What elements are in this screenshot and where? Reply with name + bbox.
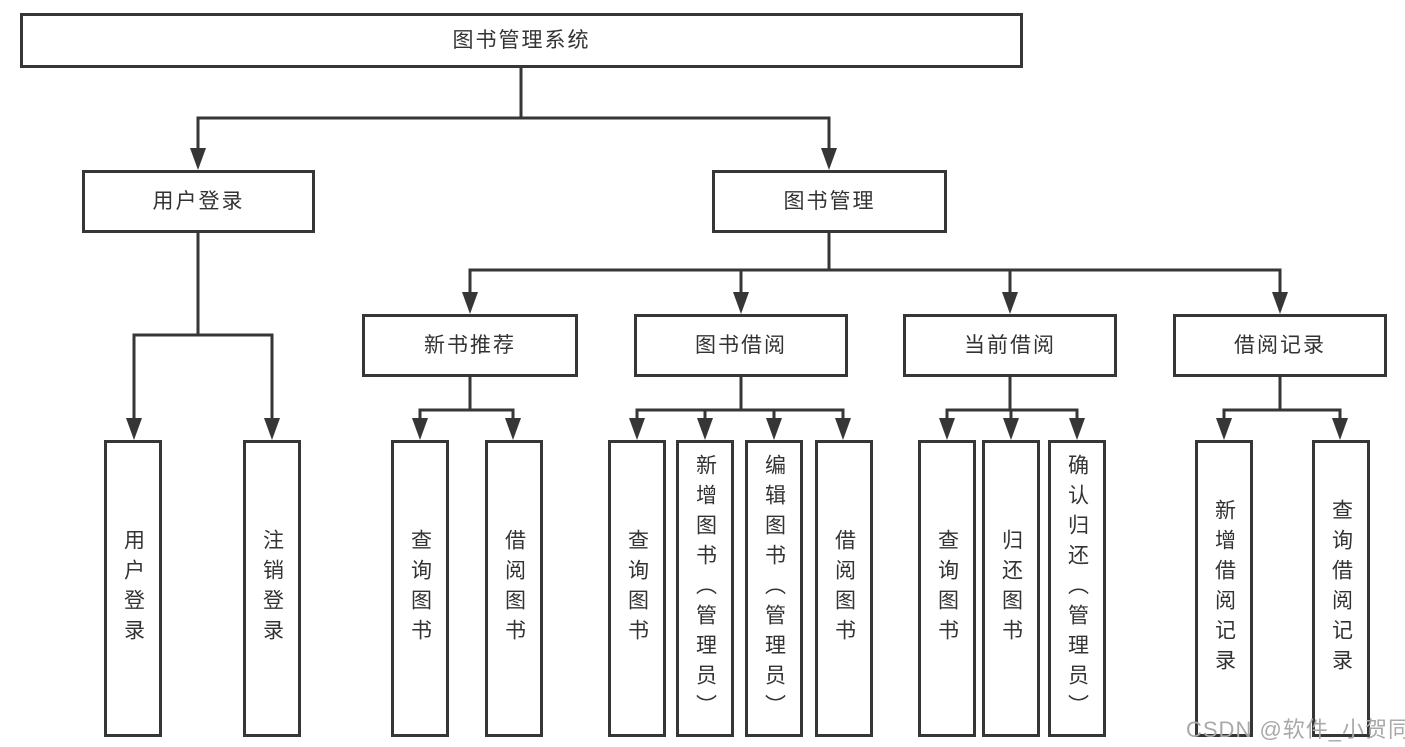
node-leaf-add-borrow-record: 新增借阅记录 — [1195, 440, 1253, 737]
node-label: 新增图书（管理员） — [693, 453, 717, 724]
node-label: 图书借阅 — [695, 334, 787, 357]
arrowheads — [126, 148, 1348, 440]
node-label: 查询图书 — [408, 528, 432, 649]
connector-book-borrow — [635, 375, 845, 422]
node-leaf-add-book-admin: 新增图书（管理员） — [676, 440, 734, 737]
arrow-icon — [733, 292, 749, 314]
node-label: 查询借阅记录 — [1329, 498, 1353, 679]
arrow-icon — [1216, 418, 1232, 440]
arrow-icon — [1002, 292, 1018, 314]
node-book-borrow: 图书借阅 — [634, 314, 848, 377]
connector-current-borrow — [945, 375, 1079, 422]
node-label: 查询图书 — [935, 528, 959, 649]
node-leaf-return-book: 归还图书 — [982, 440, 1040, 737]
node-label: 图书管理 — [783, 190, 876, 213]
arrow-icon — [697, 418, 713, 440]
node-label: 查询图书 — [625, 528, 649, 649]
arrow-icon — [1332, 418, 1348, 440]
node-label: 新书推荐 — [424, 334, 516, 357]
node-label: 借阅图书 — [832, 528, 856, 649]
connector-new-book — [418, 375, 515, 422]
node-label: 借阅图书 — [502, 528, 526, 649]
node-user-login: 用户登录 — [82, 170, 315, 233]
arrow-icon — [412, 418, 428, 440]
node-leaf-edit-book-admin: 编辑图书（管理员） — [745, 440, 803, 737]
node-leaf-logout: 注销登录 — [243, 440, 301, 737]
arrow-icon — [1003, 418, 1019, 440]
node-current-borrow: 当前借阅 — [903, 314, 1117, 377]
arrow-icon — [462, 292, 478, 314]
node-label: 归还图书 — [999, 528, 1023, 649]
node-label: 用户登录 — [152, 190, 245, 213]
arrow-icon — [766, 418, 782, 440]
arrow-icon — [505, 418, 521, 440]
node-label: 图书管理系统 — [452, 29, 591, 52]
arrow-icon — [126, 418, 142, 440]
arrow-icon — [821, 148, 837, 170]
arrow-icon — [835, 418, 851, 440]
node-label: 编辑图书（管理员） — [762, 453, 786, 724]
connector-user-login — [132, 231, 274, 422]
connector-borrow-records — [1222, 375, 1342, 422]
node-leaf-borrow-books-1: 借阅图书 — [485, 440, 543, 737]
watermark: CSDN @软件_小贺同学 — [1186, 717, 1405, 742]
node-label: 确认归还（管理员） — [1065, 453, 1089, 724]
node-label: 当前借阅 — [964, 334, 1056, 357]
node-label: 借阅记录 — [1234, 334, 1326, 357]
node-leaf-query-books-2: 查询图书 — [608, 440, 666, 737]
node-label: 新增借阅记录 — [1212, 498, 1236, 679]
node-leaf-borrow-books-2: 借阅图书 — [815, 440, 873, 737]
node-leaf-query-books-3: 查询图书 — [918, 440, 976, 737]
node-borrow-records: 借阅记录 — [1173, 314, 1387, 377]
node-leaf-query-books-1: 查询图书 — [391, 440, 449, 737]
node-new-book-recommend: 新书推荐 — [362, 314, 578, 377]
connector-root — [196, 66, 831, 152]
node-root: 图书管理系统 — [20, 13, 1023, 68]
node-leaf-user-login: 用户登录 — [104, 440, 162, 737]
connector-book-management — [468, 231, 1282, 296]
arrow-icon — [190, 148, 206, 170]
node-book-management: 图书管理 — [712, 170, 947, 233]
arrow-icon — [629, 418, 645, 440]
arrow-icon — [264, 418, 280, 440]
node-label: 用户登录 — [121, 528, 145, 649]
arrow-icon — [1272, 292, 1288, 314]
arrow-icon — [939, 418, 955, 440]
node-leaf-confirm-return-admin: 确认归还（管理员） — [1048, 440, 1106, 737]
node-leaf-query-borrow-record: 查询借阅记录 — [1312, 440, 1370, 737]
node-label: 注销登录 — [260, 528, 284, 649]
arrow-icon — [1069, 418, 1085, 440]
